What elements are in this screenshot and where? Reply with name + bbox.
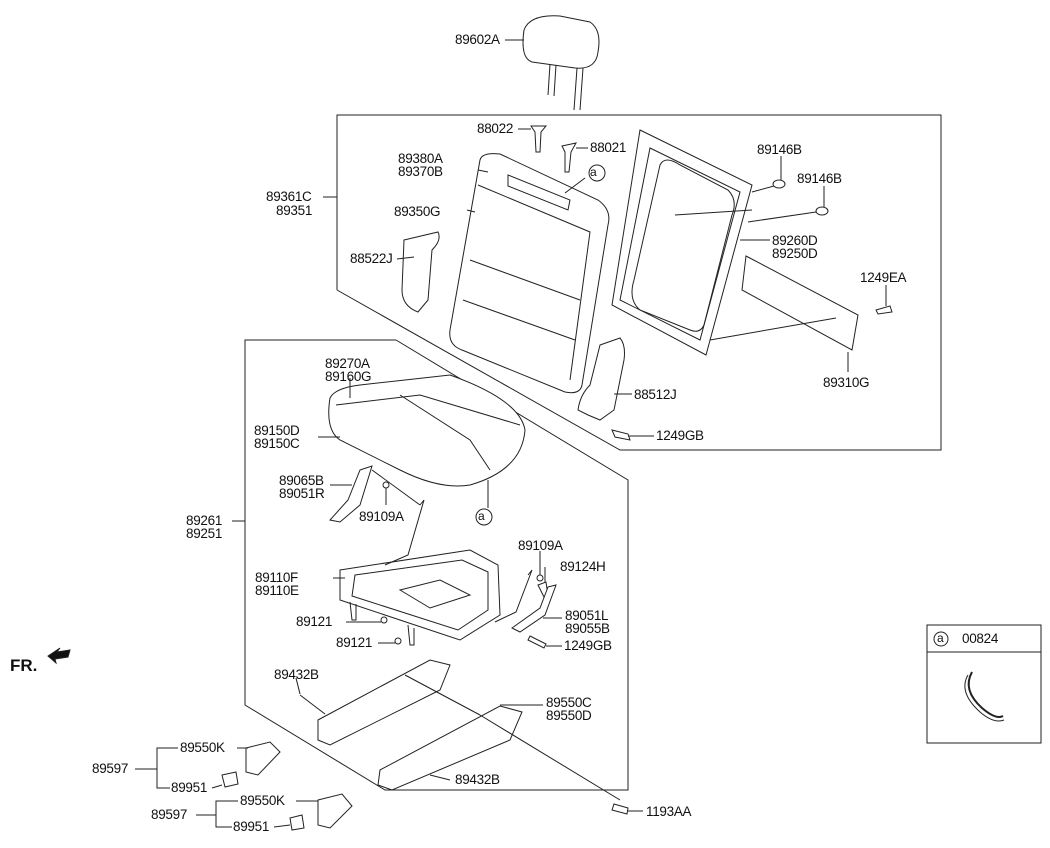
callout-circle-lower [475, 508, 493, 526]
label-nut-89121-b: 89121 [336, 635, 373, 650]
label-group-89597-upper: 89597 [92, 761, 129, 776]
bracket-left-shape [329, 465, 373, 523]
label-back-assy-1: 89361C [266, 189, 312, 204]
back-board-shape [741, 255, 859, 351]
label-bolt-1249GB-upper: 1249GB [656, 428, 704, 443]
bracket-right-shape [511, 584, 557, 633]
nut-left-shape [382, 481, 390, 489]
back-frame-shape [611, 129, 770, 356]
label-back-pad: 89350G [394, 204, 441, 219]
label-cushion-pad-1: 89150D [254, 423, 300, 438]
bolt-1193AA-shape [611, 803, 629, 815]
label-headrest: 89602A [455, 32, 500, 47]
label-bracket-right-1: 89051L [565, 608, 609, 623]
label-cover-89550K-upper: 89550K [180, 740, 225, 755]
label-back-frame-1: 89260D [772, 233, 818, 248]
seatback-shape [449, 153, 610, 394]
label-side-cover-right: 88512J [634, 387, 677, 402]
inset-box [926, 624, 1042, 744]
label-pin-89432B-lower: 89432B [455, 772, 500, 787]
label-back-assy-2: 89351 [276, 203, 313, 218]
seat-track-shape [317, 659, 621, 801]
label-track-1: 89550C [546, 695, 592, 710]
cap-lower-shape [289, 814, 305, 831]
label-cap-89951-upper: 89951 [171, 780, 208, 795]
label-back-cover-1: 89380A [398, 151, 443, 166]
headrest-shape [505, 15, 600, 111]
label-bolt-89124H: 89124H [560, 559, 606, 574]
label-back-board: 89310G [823, 375, 870, 390]
label-pin-88022: 88022 [477, 121, 514, 136]
callout-circle-upper [588, 164, 606, 182]
label-nut-89109A-left: 89109A [359, 509, 404, 524]
label-cushion-cover-2: 89160G [325, 369, 372, 384]
label-nut-89109A-right: 89109A [518, 538, 563, 553]
label-track-2: 89550D [546, 708, 592, 723]
label-cushion-frame-2: 89110E [255, 583, 299, 598]
front-marker-label: FR. [10, 656, 38, 675]
label-bracket-left-1: 89065B [279, 473, 324, 488]
cover-upper-shape [245, 741, 281, 776]
seat-cushion-shape [318, 374, 526, 487]
front-arrow-icon [47, 647, 71, 665]
label-bolt-1193AA: 1193AA [646, 804, 692, 819]
label-cushion-pad-2: 89150C [254, 436, 300, 451]
label-cushion-assy-2: 89251 [186, 526, 223, 541]
cushion-group-outline [244, 339, 629, 791]
label-back-frame-2: 89250D [772, 246, 818, 261]
label-cushion-frame-1: 89110F [255, 570, 298, 585]
callout-lower-letter: a [478, 509, 485, 523]
label-nut-89121-a: 89121 [296, 614, 333, 629]
label-grommet-2: 89146B [797, 171, 842, 186]
pin-88021-shape [561, 142, 577, 173]
seatback-group-outline [336, 114, 942, 451]
cap-upper-shape [221, 771, 239, 788]
label-group-89597-lower: 89597 [151, 807, 188, 822]
inset-ref-letter: a [937, 631, 944, 645]
inset-part-number: 00824 [962, 631, 999, 646]
label-side-cover-left: 88522J [350, 251, 393, 266]
label-cover-89550K-lower: 89550K [240, 793, 285, 808]
label-bracket-left-2: 89051R [279, 486, 325, 501]
label-cushion-assy-1: 89261 [186, 513, 223, 528]
label-back-cover-2: 89370B [398, 164, 443, 179]
label-pin-88021: 88021 [590, 140, 627, 155]
grommet-2-shape [815, 206, 829, 216]
label-bracket-right-2: 89055B [565, 621, 610, 636]
callout-upper-letter: a [590, 165, 597, 179]
side-cover-left-shape [401, 231, 440, 313]
label-screw-1249EA: 1249EA [860, 270, 907, 285]
side-cover-right-shape [577, 337, 625, 421]
pin-88022-shape [530, 125, 548, 153]
hook-clip-shape [967, 671, 1004, 718]
label-grommet-1: 89146B [757, 142, 802, 157]
label-cushion-cover-1: 89270A [325, 356, 370, 371]
cushion-frame-shape [333, 499, 533, 646]
screw-1249EA-shape [875, 305, 893, 315]
cover-lower-shape [317, 793, 353, 829]
label-bolt-1249GB-lower: 1249GB [564, 638, 612, 653]
label-cap-89951-lower: 89951 [233, 819, 270, 834]
grommet-1-shape [772, 179, 786, 189]
label-pin-89432B-upper: 89432B [274, 667, 319, 682]
